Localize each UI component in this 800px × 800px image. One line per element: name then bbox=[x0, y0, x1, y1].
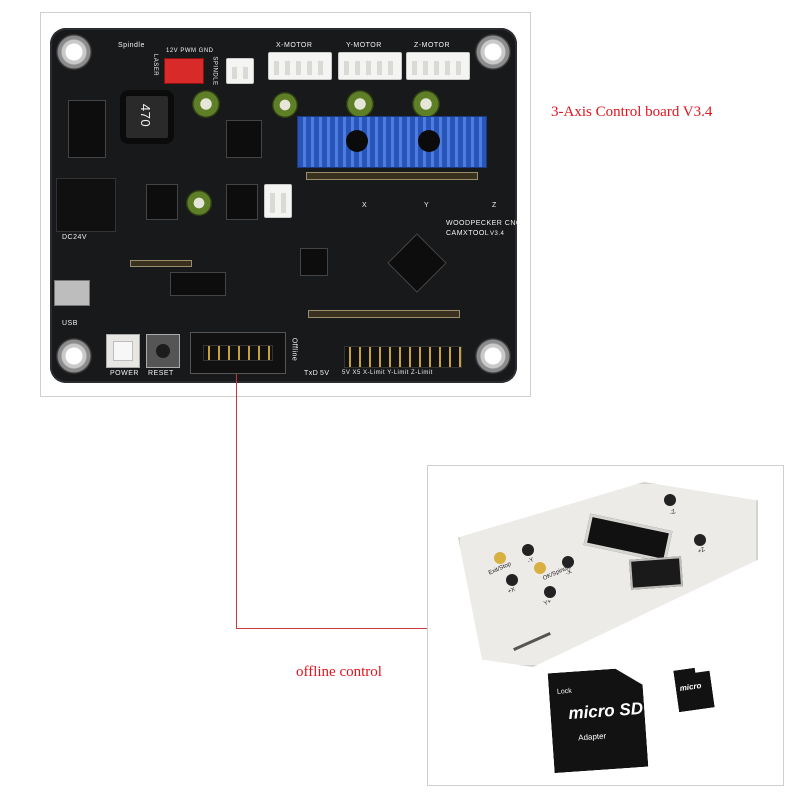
capacitor bbox=[412, 90, 440, 118]
y-minus-button[interactable] bbox=[522, 544, 534, 556]
z-pot-label: Z bbox=[492, 202, 497, 209]
heatsink-screw bbox=[346, 130, 368, 152]
version-label: V3.4 bbox=[490, 231, 505, 237]
txd-label: TxD bbox=[304, 370, 319, 377]
spindle-connector bbox=[226, 58, 254, 84]
mosfet-chip bbox=[226, 184, 258, 220]
z-minus-button[interactable] bbox=[664, 494, 676, 506]
x-plus-button[interactable] bbox=[506, 574, 518, 586]
mounting-hole bbox=[56, 34, 92, 70]
power-label: POWER bbox=[110, 370, 139, 377]
capacitor bbox=[186, 190, 212, 216]
sd-adapter-label: Adapter bbox=[577, 731, 607, 743]
regulator-chip bbox=[68, 100, 106, 158]
mosfet-chip bbox=[146, 184, 178, 220]
offline-header bbox=[190, 332, 286, 374]
laser-connector bbox=[164, 58, 204, 84]
reset-button[interactable] bbox=[146, 334, 180, 368]
control-board: X-MOTOR Y-MOTOR Z-MOTOR Spindle 12V PWM … bbox=[50, 28, 521, 383]
board-caption: 3-Axis Control board V3.4 bbox=[551, 104, 713, 120]
spindle-vertical-label: SPINDLE bbox=[211, 56, 218, 86]
spindle-label: Spindle bbox=[118, 42, 145, 49]
smd-components bbox=[130, 260, 192, 267]
connection-line bbox=[236, 628, 472, 629]
mounting-hole bbox=[56, 338, 92, 374]
mounting-hole bbox=[475, 338, 511, 374]
x-motor-label: X-MOTOR bbox=[276, 42, 313, 49]
x-minus-button[interactable] bbox=[562, 556, 574, 568]
fivev-label: 5V bbox=[320, 370, 330, 377]
capacitor bbox=[192, 90, 220, 118]
sd-logo: micro SD bbox=[567, 698, 644, 724]
micro-sd-card: micro bbox=[673, 666, 714, 713]
woodpecker-label: WOODPECKER CNC bbox=[446, 220, 522, 227]
offline-caption: offline control bbox=[296, 664, 382, 680]
heatsink bbox=[297, 116, 487, 168]
ok-spindle-button[interactable] bbox=[534, 562, 546, 574]
sd-adapter-card: Lock micro SD Adapter bbox=[548, 667, 649, 773]
z-plus-button[interactable] bbox=[694, 534, 706, 546]
connection-line bbox=[236, 374, 237, 629]
exit-stop-button[interactable] bbox=[494, 552, 506, 564]
inductor: 470 bbox=[120, 90, 174, 144]
micro-sd-logo: micro bbox=[679, 680, 702, 693]
heatsink-screw bbox=[418, 130, 440, 152]
y-plus-button[interactable] bbox=[544, 586, 556, 598]
capacitor bbox=[272, 92, 298, 118]
sd-lock-label: Lock bbox=[556, 687, 572, 696]
small-connector bbox=[264, 184, 292, 218]
z-motor-connector bbox=[406, 52, 470, 80]
y-motor-label: Y-MOTOR bbox=[346, 42, 382, 49]
usb-label: USB bbox=[62, 320, 78, 327]
power-button[interactable] bbox=[106, 334, 140, 368]
y-pot-label: Y bbox=[424, 202, 430, 209]
controller-port bbox=[629, 556, 683, 590]
microcontroller-chip bbox=[387, 233, 447, 293]
y-motor-connector bbox=[338, 52, 402, 80]
smd-components bbox=[308, 310, 460, 318]
ic-chip bbox=[300, 248, 328, 276]
controller-body bbox=[458, 482, 758, 667]
mounting-hole bbox=[475, 34, 511, 70]
usb-port bbox=[54, 280, 90, 306]
pwm-label: 12V PWM GND bbox=[166, 48, 214, 54]
usb-chip bbox=[170, 272, 226, 296]
offline-controller: Exit/Stop -Y +X OK/Spindle -X Y+ -Z +Z bbox=[458, 482, 758, 667]
mosfet-chip bbox=[226, 120, 262, 158]
inductor-label: 470 bbox=[138, 103, 154, 128]
reset-label: RESET bbox=[148, 370, 174, 377]
camxtool-label: CAMXTOOL bbox=[446, 230, 490, 237]
smd-components bbox=[306, 172, 478, 180]
z-motor-label: Z-MOTOR bbox=[414, 42, 451, 49]
dc-jack bbox=[56, 178, 116, 232]
x-motor-connector bbox=[268, 52, 332, 80]
limits-label: 5V X5 X-Limit Y-Limit Z-Limit bbox=[342, 370, 433, 376]
x-pot-label: X bbox=[362, 202, 368, 209]
laser-label: LASER bbox=[152, 53, 159, 77]
limit-header bbox=[344, 346, 462, 368]
capacitor bbox=[346, 90, 374, 118]
offline-label: Offline bbox=[290, 337, 298, 362]
dc24v-label: DC24V bbox=[62, 234, 88, 241]
